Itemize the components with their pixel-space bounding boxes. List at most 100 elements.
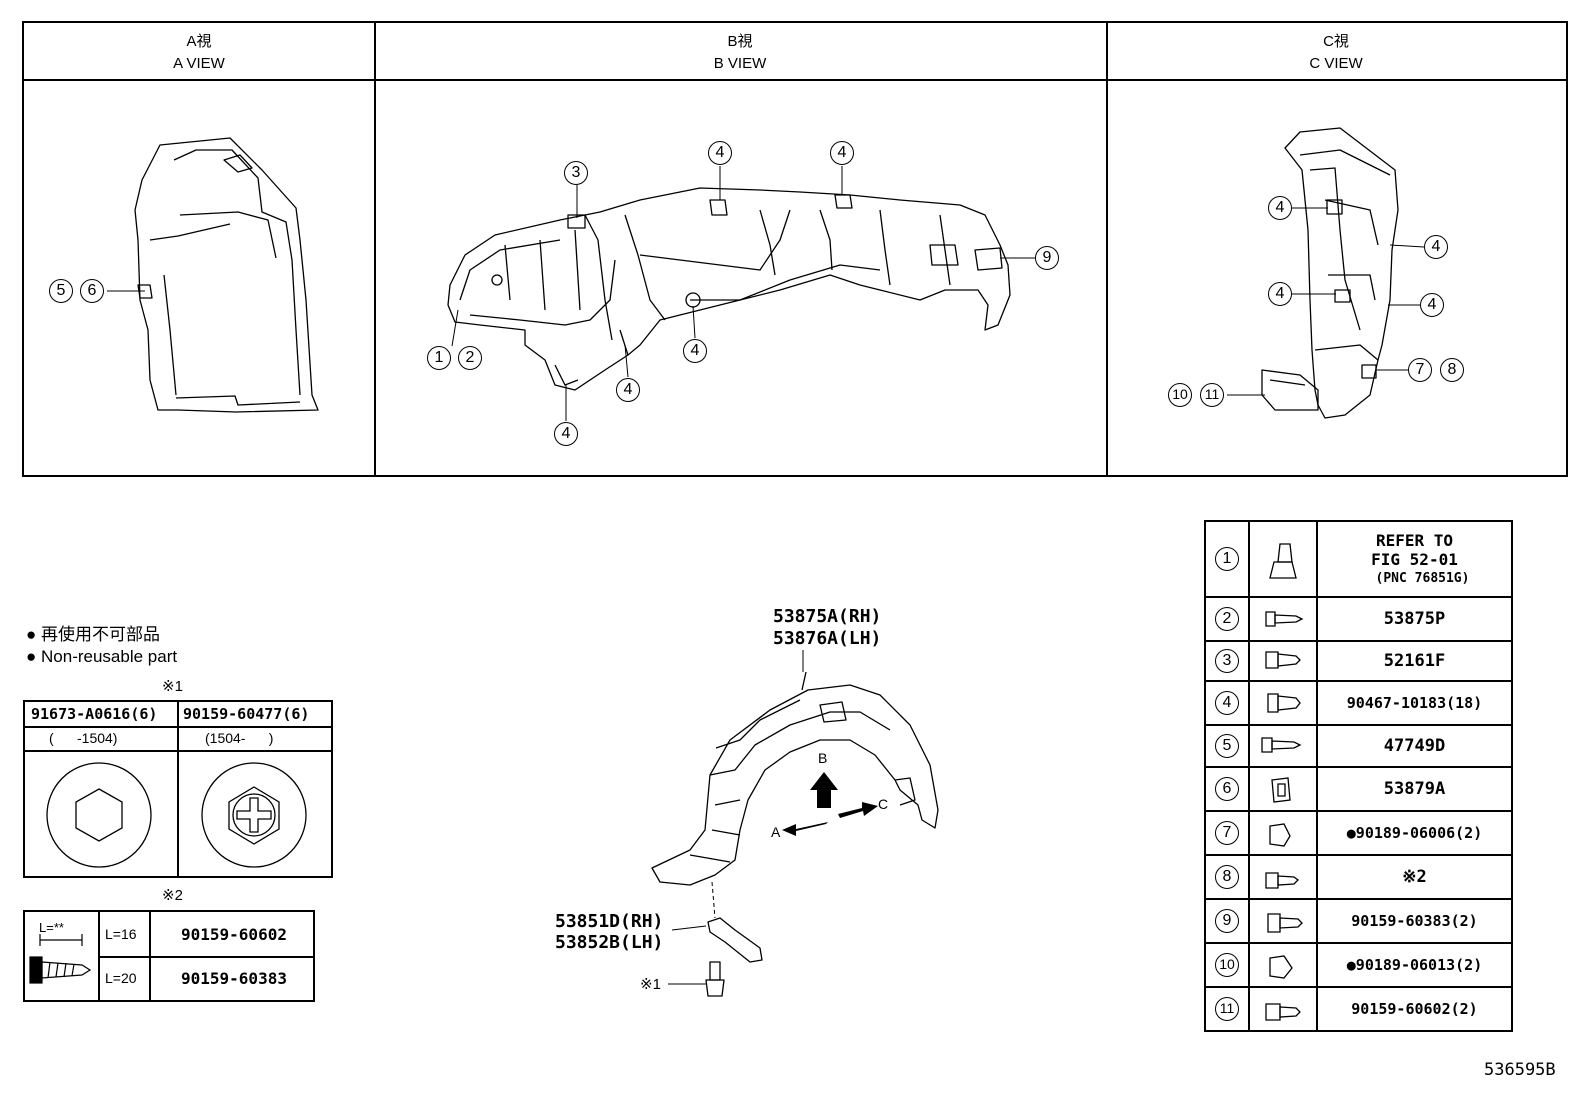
parts-row-number-cell: 11 [1204, 986, 1250, 1032]
view-b-en: B VIEW [713, 55, 767, 72]
view-c-header: C視 C VIEW [1106, 23, 1566, 81]
seal-drawing [707, 917, 763, 963]
note2-length-label: L=** [39, 920, 64, 935]
legend-jp-row: ● 再使用不可部品 [26, 624, 177, 646]
parts-row-part-number: 53879A [1383, 779, 1446, 799]
parts-row: 5 47749D [1204, 724, 1513, 768]
parts-row-number-cell: 1 [1204, 520, 1250, 598]
parts-row-number-cell: 7 [1204, 810, 1250, 856]
note2-len-1: L=16 [105, 926, 137, 942]
parts-row-number-cell: 8 [1204, 854, 1250, 900]
callout-1: 1 [427, 346, 451, 370]
callout-4: 4 [1420, 293, 1444, 317]
ref-bolt-drawing [705, 961, 725, 997]
view-b-liner-drawing [447, 187, 1011, 391]
note2-mark: ※2 [162, 887, 183, 904]
arrow-a-label: A [771, 824, 781, 840]
nut-icon [1248, 942, 1318, 988]
liner-lh-label: 53876A(LH) [773, 628, 882, 649]
parts-row-number: 10 [1215, 953, 1239, 977]
grommet-icon [1248, 640, 1318, 682]
parts-row-ref-line3: (PNC 76851G) [1375, 570, 1470, 586]
ref-mark-bolt: ※1 [640, 976, 661, 993]
arrow-b-label: B [818, 750, 828, 766]
callout-10: 10 [1168, 383, 1192, 407]
note1-mark: ※1 [162, 678, 183, 695]
parts-row-part-number: 90189-06006(2) [1355, 824, 1483, 842]
callout-2: 2 [458, 346, 482, 370]
arrow-c-icon [838, 802, 878, 818]
flange-bolt-icon [228, 786, 280, 845]
seal-dash-line [711, 881, 716, 919]
parts-row-part-number: 53875P [1383, 609, 1446, 629]
callout-4: 4 [683, 339, 707, 363]
note2-part-2: 90159-60383 [181, 969, 287, 988]
view-a-panel: A視 A VIEW [24, 23, 376, 475]
parts-row-number: 11 [1215, 997, 1239, 1021]
parts-row-part-cell: 90159-60383(2) [1316, 898, 1513, 944]
parts-row-part-number: ※2 [1402, 867, 1427, 887]
figure-id: 536595B [1484, 1060, 1556, 1080]
non-reusable-bullet-icon: ● [1346, 824, 1356, 842]
view-c-en: C VIEW [1309, 55, 1363, 72]
phillips-icon [236, 797, 272, 833]
callout-4: 4 [1268, 196, 1292, 220]
seal-lh-label: 53852B(LH) [555, 932, 664, 953]
clip-icon [1248, 680, 1318, 726]
bullet-icon: ● [26, 625, 37, 644]
liner-rh-label: 53875A(RH) [773, 606, 882, 627]
parts-row-number-cell: 10 [1204, 942, 1250, 988]
parts-row-part-number: 90159-60383(2) [1351, 912, 1478, 930]
legend-jp: 再使用不可部品 [41, 625, 161, 644]
parts-row-part-number: 47749D [1383, 736, 1446, 756]
parts-row: 7 ●90189-06006(2) [1204, 810, 1513, 856]
parts-row: 8 ※2 [1204, 854, 1513, 900]
arrow-c-label: C [878, 796, 889, 812]
parts-row-part-cell: 90467-10183(18) [1316, 680, 1513, 726]
parts-row-part-number: 90189-06013(2) [1355, 956, 1483, 974]
parts-row-part-number: 90159-60602(2) [1351, 1000, 1478, 1018]
screw-icon [1248, 898, 1318, 944]
parts-row-ref-line2: FIG 52-01 [1371, 549, 1458, 569]
parts-row-number-cell: 4 [1204, 680, 1250, 726]
parts-row-number-cell: 6 [1204, 766, 1250, 812]
parts-row-part-cell: ●90189-06006(2) [1316, 810, 1513, 856]
note2-len-2: L=20 [105, 970, 137, 986]
callout-11: 11 [1200, 383, 1224, 407]
view-a-en: A VIEW [173, 55, 225, 72]
parts-row-part-cell: 90159-60602(2) [1316, 986, 1513, 1032]
arrow-b-icon [810, 772, 838, 808]
nut-icon [1248, 810, 1318, 856]
clip-icon [1248, 520, 1318, 598]
callout-6: 6 [80, 279, 104, 303]
parts-row-number-cell: 3 [1204, 640, 1250, 682]
callout-9: 9 [1035, 246, 1059, 270]
parts-row: 11 90159-60602(2) [1204, 986, 1513, 1032]
note1-col2-part: 90159-60477(6) [183, 705, 310, 723]
view-a-header: A視 A VIEW [24, 23, 374, 81]
view-b-header: B視 B VIEW [374, 23, 1106, 81]
views-panel: A視 A VIEW B視 B VIEW C視 C VIEW [22, 21, 1568, 477]
parts-row-number: 6 [1215, 777, 1239, 801]
callout-4: 4 [830, 141, 854, 165]
view-c-liner-drawing [1261, 127, 1399, 419]
screw-icon [1248, 986, 1318, 1032]
view-b-jp: B視 [727, 33, 753, 50]
callout-3: 3 [564, 161, 588, 185]
parts-row-number: 5 [1215, 734, 1239, 758]
view-c-jp: C視 [1323, 33, 1349, 50]
callout-7: 7 [1408, 358, 1432, 382]
hex-bolt-icon [75, 788, 123, 842]
callout-4: 4 [1268, 282, 1292, 306]
callout-4: 4 [1424, 235, 1448, 259]
pin-icon [1248, 724, 1318, 768]
leader-lines [107, 166, 1425, 421]
callout-4: 4 [554, 422, 578, 446]
parts-row: 4 90467-10183(18) [1204, 680, 1513, 726]
